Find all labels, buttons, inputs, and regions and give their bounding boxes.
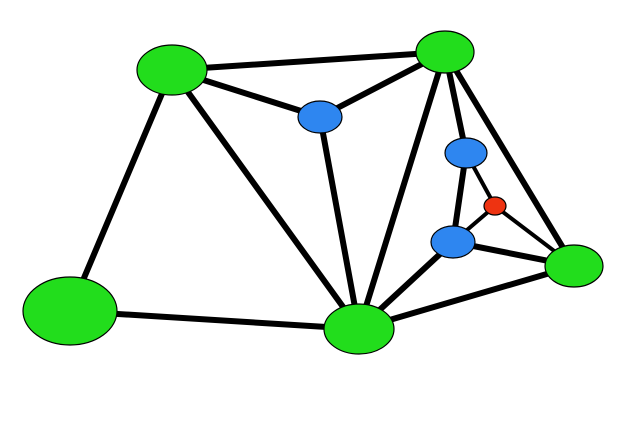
nodes-layer bbox=[22, 30, 604, 355]
edge-n7-n9 bbox=[356, 263, 577, 332]
node-large-n1 bbox=[136, 44, 208, 96]
edge-n1-n2 bbox=[169, 49, 448, 73]
edge-n1-n9 bbox=[169, 67, 362, 332]
edge-n2-n9 bbox=[356, 49, 448, 332]
edge-n2-n7 bbox=[442, 49, 577, 269]
node-medium-n6 bbox=[430, 225, 476, 259]
edge-n8-n9 bbox=[67, 308, 362, 332]
edge-n1-n8 bbox=[67, 67, 175, 314]
edge-n3-n9 bbox=[317, 114, 362, 332]
node-small-n5 bbox=[483, 196, 507, 216]
node-large-n7 bbox=[544, 244, 604, 288]
node-large-n8 bbox=[22, 276, 118, 346]
node-medium-n4 bbox=[444, 137, 488, 169]
node-large-n2 bbox=[415, 30, 475, 74]
node-medium-n3 bbox=[297, 100, 343, 134]
node-large-n9 bbox=[323, 303, 395, 355]
